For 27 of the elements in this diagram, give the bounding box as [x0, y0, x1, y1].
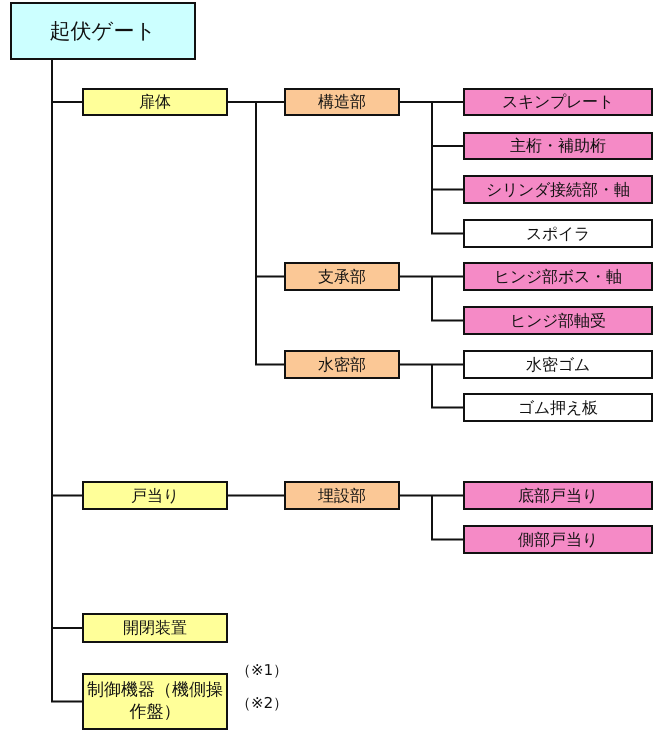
- component-box: スポイラ: [463, 219, 653, 248]
- component-box: 側部戸当り: [463, 525, 653, 554]
- part-box: 埋設部: [284, 481, 400, 510]
- connector-line: [400, 364, 463, 408]
- component-box: スキンプレート: [463, 88, 653, 116]
- category-box: 制御機器（機側操作盤）: [82, 673, 228, 730]
- footnote-mark: （※2）: [236, 694, 288, 713]
- part-box: 水密部: [284, 350, 400, 379]
- part-box: 支承部: [284, 262, 400, 291]
- part-box: 構造部: [284, 88, 400, 116]
- connector-line: [228, 494, 284, 496]
- footnote-mark: （※1）: [236, 661, 288, 680]
- component-box: シリンダ接続部・軸: [463, 175, 653, 204]
- category-box: 開閉装置: [82, 613, 228, 643]
- connector-line: [228, 101, 284, 366]
- component-box: ゴム押え板: [463, 393, 653, 422]
- category-box: 戸当り: [82, 481, 228, 510]
- component-box: 主桁・補助桁: [463, 132, 653, 160]
- connector-line: [400, 101, 463, 234]
- component-box: ヒンジ部ボス・軸: [463, 262, 653, 291]
- connector-line: [400, 494, 463, 540]
- connector-line: [400, 276, 463, 322]
- component-box: 水密ゴム: [463, 350, 653, 379]
- title-box: 起伏ゲート: [10, 2, 196, 60]
- component-box: ヒンジ部軸受: [463, 306, 653, 335]
- component-box: 底部戸当り: [463, 481, 653, 510]
- category-box: 扉体: [82, 88, 228, 116]
